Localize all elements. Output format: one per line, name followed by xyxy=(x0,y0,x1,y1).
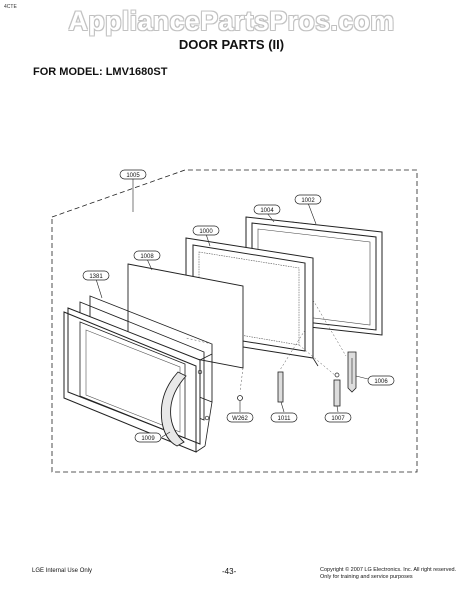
footer-internal-note: LGE Internal Use Only xyxy=(32,568,93,574)
footer-copyright: Copyright © 2007 LG Electronics. Inc. Al… xyxy=(320,567,456,581)
part-1007-latch xyxy=(333,372,341,407)
svg-text:1000: 1000 xyxy=(199,229,213,235)
svg-text:1006: 1006 xyxy=(374,379,388,385)
callout-1006: 1006 xyxy=(367,375,395,386)
assembly-boundary xyxy=(51,169,418,473)
callout-1381: 1381 xyxy=(82,270,110,281)
callout-1004: 1004 xyxy=(253,204,281,215)
page-title: DOOR PARTS (II) xyxy=(178,37,285,52)
corner-code: 4CTE xyxy=(4,4,17,10)
callout-1009: 1009 xyxy=(134,432,162,443)
part-1011-lever xyxy=(277,371,284,403)
copyright-line-2: Only for training and service purposes xyxy=(320,574,413,580)
watermark: AppliancePartsPros.com xyxy=(68,6,395,36)
callouts: 1005 1002 1004 1000 1008 1381 1006 W262 xyxy=(82,169,395,443)
svg-text:1009: 1009 xyxy=(141,436,155,442)
svg-text:W262: W262 xyxy=(232,416,248,422)
part-1006-hook xyxy=(347,351,357,393)
callout-1011: 1011 xyxy=(270,412,298,423)
svg-text:1004: 1004 xyxy=(260,208,274,214)
alignment-lines xyxy=(185,299,347,393)
svg-text:1007: 1007 xyxy=(331,416,345,422)
callout-1000: 1000 xyxy=(192,225,220,236)
svg-text:1011: 1011 xyxy=(278,416,292,422)
page-number: -43- xyxy=(222,567,237,576)
callout-1002: 1002 xyxy=(294,194,322,205)
svg-text:1381: 1381 xyxy=(89,274,103,280)
callout-1008: 1008 xyxy=(133,250,161,261)
model-label: FOR MODEL: LMV1680ST xyxy=(33,66,168,78)
screw-icon xyxy=(197,369,203,375)
part-1009-handle xyxy=(160,371,187,447)
screw-icon xyxy=(204,415,210,421)
copyright-line-1: Copyright © 2007 LG Electronics. Inc. Al… xyxy=(320,567,457,573)
svg-text:1002: 1002 xyxy=(301,198,315,204)
svg-text:1008: 1008 xyxy=(140,254,154,260)
callout-w262: W262 xyxy=(226,412,254,423)
callout-1005: 1005 xyxy=(119,169,147,180)
svg-text:1005: 1005 xyxy=(126,173,140,179)
screw-icon xyxy=(237,395,243,401)
callout-1007: 1007 xyxy=(324,412,352,423)
